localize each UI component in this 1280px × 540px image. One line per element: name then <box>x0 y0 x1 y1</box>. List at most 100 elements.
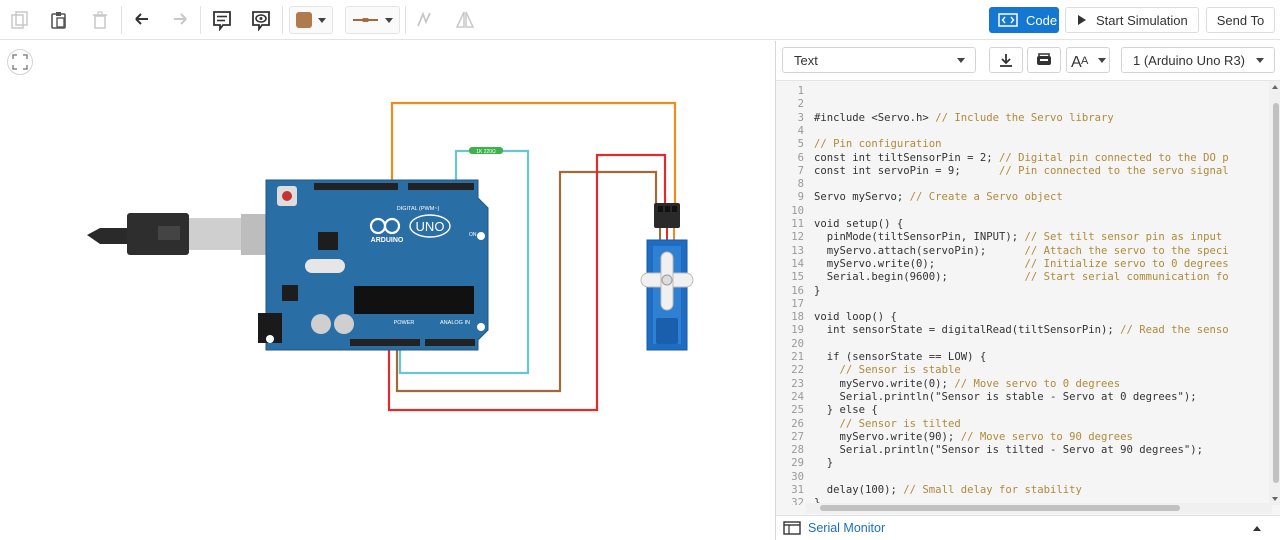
wire-style-dropdown[interactable] <box>345 6 400 34</box>
code-comment: // Move servo to 0 degrees <box>954 377 1121 390</box>
code-line[interactable]: 22 // Sensor is stable <box>776 364 1272 377</box>
library-button[interactable] <box>1027 47 1061 73</box>
line-number: 4 <box>797 124 804 137</box>
code-comment: // Read the senso <box>1120 324 1229 337</box>
code-text: myServo.write(0); <box>814 377 955 390</box>
micro-servo[interactable] <box>640 203 694 351</box>
code-line[interactable]: 14 myServo.write(0); // Initialize servo… <box>776 258 1272 271</box>
line-number: 6 <box>797 151 804 164</box>
code-line[interactable]: 1 <box>776 85 1272 98</box>
code-line[interactable]: 16} <box>776 285 1272 298</box>
power-label: POWER <box>394 320 415 326</box>
code-line[interactable]: 8 <box>776 178 1272 191</box>
brown-wire[interactable] <box>395 170 658 393</box>
vertical-scrollbar[interactable] <box>1269 81 1280 505</box>
code-line[interactable]: 26 // Sensor is tilted <box>776 418 1272 431</box>
line-number: 30 <box>791 470 804 483</box>
start-simulation-button[interactable]: Start Simulation <box>1065 7 1199 33</box>
code-line[interactable]: 5// Pin configuration <box>776 138 1272 151</box>
zoom-to-fit-button[interactable] <box>7 49 33 75</box>
code-line[interactable]: 30 <box>776 471 1272 484</box>
code-line[interactable]: 2 <box>776 98 1272 111</box>
code-line[interactable]: 15 Serial.begin(9600); // Start serial c… <box>776 271 1272 284</box>
line-number: 13 <box>791 244 804 257</box>
serial-monitor-bar[interactable]: Serial Monitor <box>776 515 1280 540</box>
code-icon <box>998 13 1018 27</box>
code-line[interactable]: 23 myServo.write(0); // Move servo to 0 … <box>776 378 1272 391</box>
device-dropdown[interactable]: 1 (Arduino Uno R3) <box>1121 47 1275 73</box>
resistor[interactable] <box>469 147 503 154</box>
code-text: pinMode(tiltSensorPin, INPUT); <box>814 231 1025 244</box>
orange-wire[interactable] <box>390 101 677 205</box>
serial-monitor-label: Serial Monitor <box>808 521 886 535</box>
flip-icon[interactable] <box>451 6 479 34</box>
code-comment: // Small delay for stability <box>903 484 1082 496</box>
line-number: 11 <box>791 218 804 230</box>
line-number: 24 <box>791 390 804 403</box>
code-line[interactable]: 21 if (sensorState == LOW) { <box>776 351 1272 364</box>
download-button[interactable] <box>989 47 1023 73</box>
horizontal-scrollbar[interactable] <box>806 503 1272 513</box>
code-text: const int tiltSensorPin = 2; <box>814 151 999 164</box>
fill-color-dropdown[interactable] <box>289 6 333 34</box>
scroll-down-icon[interactable] <box>1269 495 1280 503</box>
horizontal-scroll-thumb[interactable] <box>820 505 1180 511</box>
toggle-notes-icon[interactable] <box>247 6 275 34</box>
red-wire[interactable] <box>387 153 667 412</box>
code-button[interactable]: Code <box>989 7 1059 33</box>
code-text: delay(100); <box>814 484 904 496</box>
send-to-button[interactable]: Send To <box>1206 7 1275 33</box>
vertical-scroll-thumb[interactable] <box>1273 103 1279 483</box>
line-number: 15 <box>791 271 804 284</box>
code-line[interactable]: 12 pinMode(tiltSensorPin, INPUT); // Set… <box>776 231 1272 244</box>
code-text <box>814 364 840 376</box>
line-number: 27 <box>791 430 804 443</box>
note-icon[interactable] <box>208 6 236 34</box>
code-line[interactable]: 4 <box>776 125 1272 138</box>
digital-pins-label: DIGITAL (PWM~) <box>397 206 440 212</box>
code-line[interactable]: 10 <box>776 205 1272 218</box>
chevron-up-icon[interactable] <box>1253 526 1261 531</box>
code-line[interactable]: 31 delay(100); // Small delay for stabil… <box>776 484 1272 497</box>
device-value: 1 (Arduino Uno R3) <box>1133 52 1245 68</box>
delete-icon[interactable] <box>86 6 114 34</box>
code-line[interactable]: 13 myServo.attach(servoPin); // Attach t… <box>776 245 1272 258</box>
code-line[interactable]: 24 Serial.println("Sensor is stable - Se… <box>776 391 1272 404</box>
code-line[interactable]: 17 <box>776 298 1272 311</box>
line-number: 10 <box>791 204 804 217</box>
line-number: 31 <box>791 484 804 496</box>
code-line[interactable]: 19 int sensorState = digitalRead(tiltSen… <box>776 324 1272 337</box>
code-line[interactable]: 20 <box>776 338 1272 351</box>
code-mode-dropdown[interactable]: Text <box>782 47 976 73</box>
line-number: 12 <box>791 231 804 244</box>
line-number: 16 <box>791 284 804 297</box>
line-number: 20 <box>791 337 804 350</box>
code-text: myServo.attach(servoPin); <box>814 244 1025 257</box>
line-number: 5 <box>797 138 804 151</box>
arduino-uno-board[interactable]: DIGITAL (PWM~) ARDUINO UNO ON POWER ANAL… <box>258 179 489 351</box>
code-line[interactable]: 32} <box>776 497 1272 505</box>
code-comment: // Sensor is stable <box>839 364 961 377</box>
code-line[interactable]: 28 Serial.println("Sensor is tilted - Se… <box>776 444 1272 457</box>
chevron-down-icon <box>1256 57 1264 63</box>
cyan-wire[interactable] <box>398 149 530 375</box>
undo-icon[interactable] <box>128 6 156 34</box>
copy-icon[interactable] <box>6 6 34 34</box>
code-line[interactable]: 3#include <Servo.h> // Include the Servo… <box>776 112 1272 125</box>
rotate-icon[interactable] <box>410 6 438 34</box>
circuit-canvas[interactable]: 1K 220Ω DIGITAL (PWM~) ARDUI <box>0 41 775 540</box>
code-line[interactable]: 29 } <box>776 457 1272 470</box>
redo-icon[interactable] <box>166 6 194 34</box>
scroll-up-icon[interactable] <box>1269 83 1280 91</box>
paste-icon[interactable] <box>45 6 73 34</box>
code-text: const int servoPin = 9; <box>814 164 999 177</box>
code-line[interactable]: 25 } else { <box>776 404 1272 417</box>
code-line[interactable]: 27 myServo.write(90); // Move servo to 9… <box>776 431 1272 444</box>
